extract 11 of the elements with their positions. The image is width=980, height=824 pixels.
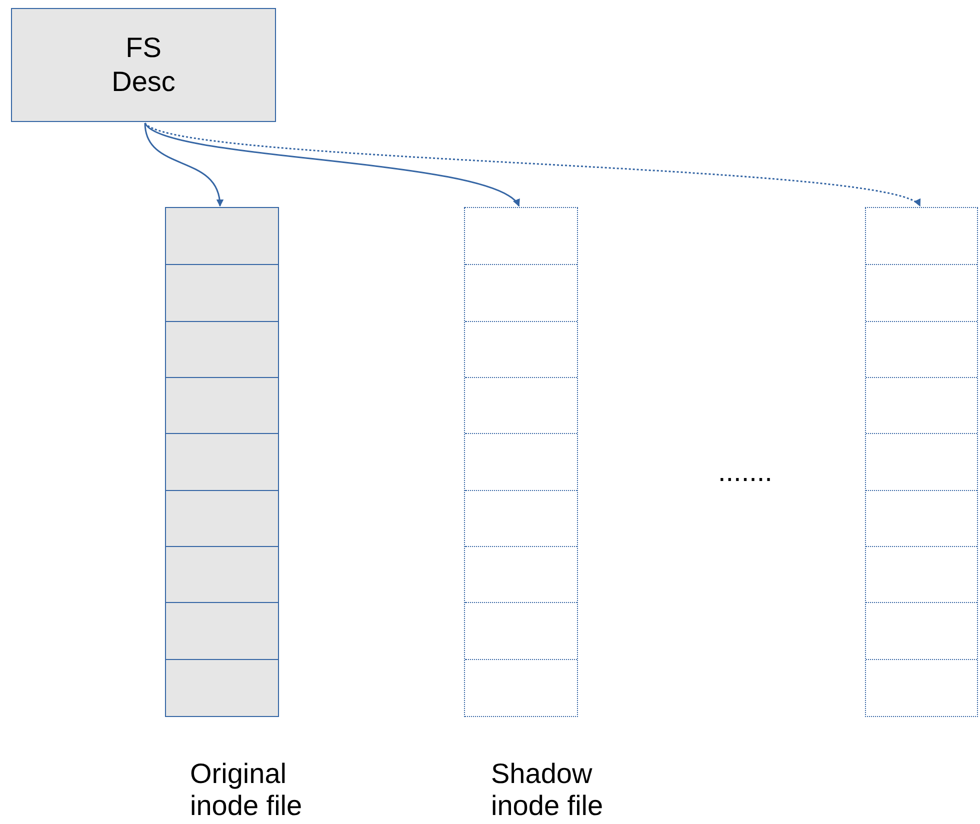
inode-table-column: [165, 207, 279, 717]
arrow: [144, 122, 223, 207]
node-label: Original inode file: [190, 758, 304, 822]
arrow: [144, 122, 520, 207]
ellipsis-text: .......: [718, 456, 772, 488]
inode-table-column: [865, 207, 978, 717]
descriptor-box: [11, 8, 276, 122]
node-label: Shadow inode file: [491, 758, 604, 822]
box-label: FS Desc: [110, 31, 176, 99]
inode-table-column: [464, 207, 578, 717]
arrow: [144, 122, 921, 207]
